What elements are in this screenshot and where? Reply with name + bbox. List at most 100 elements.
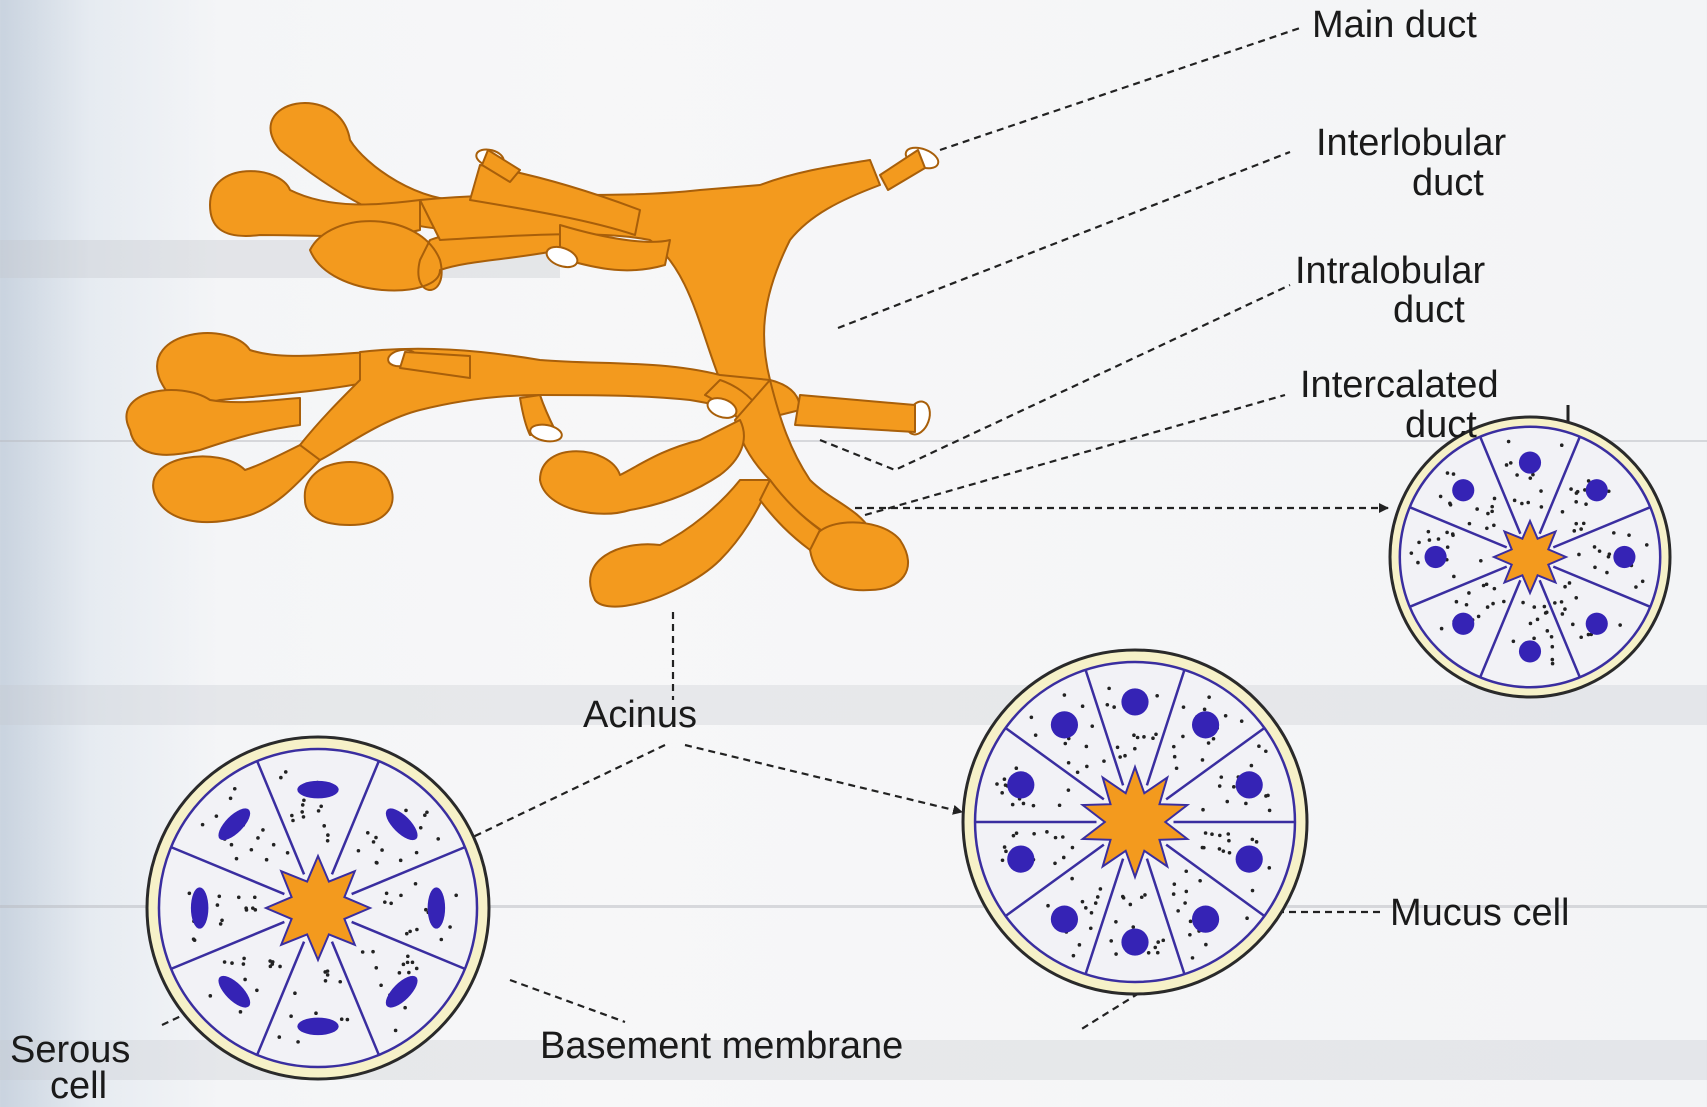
secretory-granule — [1440, 627, 1444, 631]
secretory-granule — [1228, 851, 1232, 855]
secretory-granule — [389, 901, 393, 905]
secretory-granule — [1492, 524, 1496, 528]
secretory-granule — [1071, 846, 1075, 850]
secretory-granule — [1536, 618, 1540, 622]
secretory-granule — [219, 922, 223, 926]
secretory-granule — [326, 833, 330, 837]
secretory-granule — [1545, 611, 1549, 615]
secretory-granule — [1173, 882, 1177, 886]
secretory-granule — [192, 937, 196, 941]
secretory-granule — [1225, 800, 1229, 804]
secretory-granule — [1094, 901, 1098, 905]
secretory-granule — [1486, 512, 1490, 516]
secretory-granule — [1140, 895, 1144, 899]
secretory-granule — [1446, 471, 1450, 475]
secretory-granule — [1490, 510, 1494, 514]
secretory-granule — [1204, 943, 1208, 947]
secretory-granule — [1203, 708, 1207, 712]
secretory-granule — [448, 925, 452, 929]
secretory-granule — [1132, 733, 1136, 737]
secretory-granule — [1486, 605, 1490, 609]
nucleus — [1586, 479, 1608, 501]
secretory-granule — [1156, 940, 1160, 944]
secretory-granule — [326, 839, 330, 843]
secretory-granule — [1448, 502, 1452, 506]
secretory-granule — [1445, 531, 1449, 535]
secretory-granule — [1161, 939, 1165, 943]
nucleus — [297, 781, 338, 798]
secretory-granule — [1244, 802, 1248, 806]
secretory-granule — [995, 782, 999, 786]
secretory-granule — [1054, 836, 1058, 840]
secretory-granule — [1579, 635, 1583, 639]
secretory-granule — [1122, 896, 1126, 900]
secretory-granule — [1207, 695, 1211, 699]
secretory-granule — [1568, 581, 1572, 585]
secretory-granule — [1563, 607, 1567, 611]
secretory-granule — [1251, 838, 1255, 842]
secretory-granule — [1067, 788, 1071, 792]
secretory-granule — [1250, 764, 1254, 768]
secretory-granule — [1032, 832, 1036, 836]
secretory-granule — [1184, 869, 1188, 873]
secretory-granule — [1147, 951, 1151, 955]
secretory-granule — [454, 894, 458, 898]
secretory-granule — [1143, 893, 1147, 897]
leader-main-duct — [940, 28, 1300, 150]
secretory-granule — [340, 1017, 344, 1021]
secretory-granule — [1191, 956, 1195, 960]
secretory-granule — [1084, 906, 1088, 910]
secretory-granule — [1505, 463, 1509, 467]
secretory-granule — [301, 803, 305, 807]
leader-acinus-left — [450, 745, 665, 848]
secretory-granule — [1468, 522, 1472, 526]
secretory-granule — [223, 960, 227, 964]
secretory-granule — [1507, 440, 1511, 444]
secretory-granule — [1255, 840, 1259, 844]
secretory-granule — [424, 908, 428, 912]
secretory-granule — [322, 824, 326, 828]
label-intercalated-line1: Intercalated — [1300, 364, 1499, 406]
secretory-granule — [346, 1018, 350, 1022]
secretory-granule — [1593, 565, 1597, 569]
secretory-granule — [1015, 831, 1019, 835]
secretory-granule — [1593, 545, 1597, 549]
secretory-granule — [1106, 703, 1110, 707]
secretory-granule — [1546, 629, 1550, 633]
secretory-granule — [1490, 505, 1494, 509]
secretory-granule — [407, 971, 411, 975]
secretory-granule — [1267, 866, 1271, 870]
secretory-granule — [1618, 623, 1622, 627]
secretory-granule — [1540, 505, 1544, 509]
secretory-granule — [1090, 724, 1094, 728]
secretory-granule — [208, 994, 212, 998]
secretory-granule — [302, 798, 306, 802]
intercalated-duct-cross-section — [1390, 417, 1670, 697]
secretory-granule — [215, 814, 219, 818]
secretory-granule — [251, 906, 255, 910]
secretory-granule — [1045, 830, 1049, 834]
secretory-granule — [216, 903, 220, 907]
secretory-granule — [1551, 658, 1555, 662]
secretory-granule — [1183, 901, 1187, 905]
secretory-granule — [394, 1029, 398, 1033]
secretory-granule — [1452, 575, 1456, 579]
leader-basement-left — [510, 980, 625, 1022]
secretory-granule — [1188, 933, 1192, 937]
secretory-granule — [1251, 889, 1255, 893]
secretory-granule — [1085, 745, 1089, 749]
label-intercalated-line2: duct — [1405, 404, 1477, 446]
secretory-granule — [1201, 758, 1205, 762]
secretory-granule — [1579, 527, 1583, 531]
secretory-granule — [415, 928, 419, 932]
secretory-granule — [385, 891, 389, 895]
secretory-granule — [1123, 754, 1127, 758]
secretory-granule — [374, 966, 378, 970]
secretory-granule — [1172, 745, 1176, 749]
secretory-granule — [1046, 904, 1050, 908]
secretory-granule — [290, 814, 294, 818]
secretory-granule — [1155, 694, 1159, 698]
secretory-granule — [1063, 742, 1067, 746]
secretory-granule — [408, 930, 412, 934]
